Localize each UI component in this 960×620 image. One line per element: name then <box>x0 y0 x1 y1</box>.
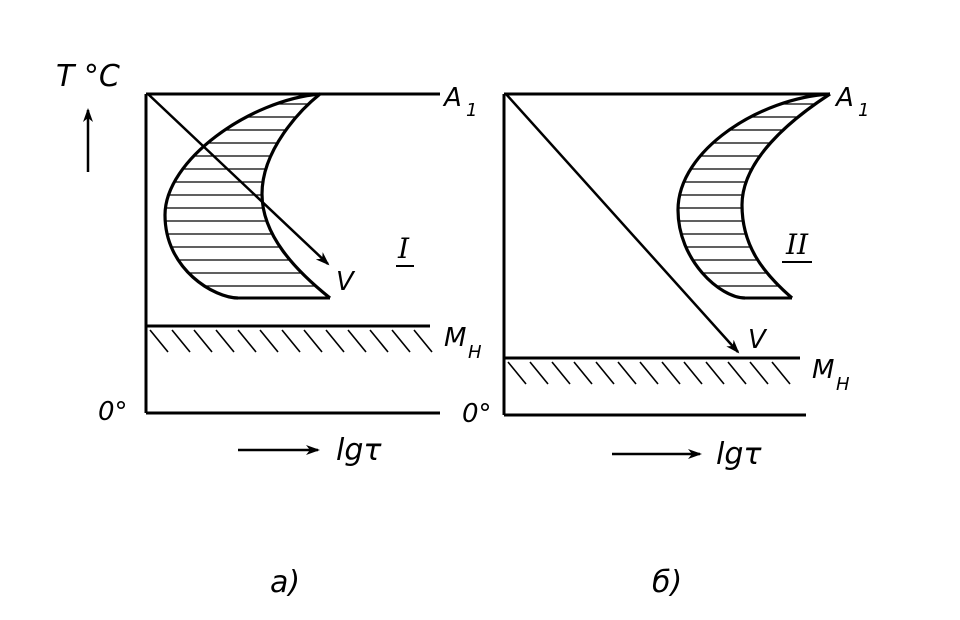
panel-b-a1-subscript: 1 <box>858 100 869 121</box>
panel-b: A 1 M H 0° V II lgτ б) <box>462 83 869 600</box>
panel-b-caption: б) <box>652 565 682 600</box>
panel-b-ms-subscript: H <box>836 374 850 395</box>
panel-a-cooling-arrow <box>147 93 330 266</box>
panel-b-a1-label: A <box>834 83 854 113</box>
panel-a-transformation-region <box>163 92 331 300</box>
panel-a-time-label: lgτ <box>336 433 382 468</box>
panel-a: T °C A 1 M H 0° V I lgτ a) <box>56 59 482 600</box>
panel-a-a1-label: A <box>442 83 462 113</box>
panel-a-zero-label: 0° <box>98 397 128 427</box>
panel-b-rate-label: V <box>748 325 768 355</box>
panel-b-start-curve <box>676 92 831 300</box>
panel-a-ms-label: M <box>444 323 466 353</box>
panel-a-a1-subscript: 1 <box>466 100 477 121</box>
panel-b-region-label: II <box>785 228 809 261</box>
panel-a-caption: a) <box>270 565 300 600</box>
panel-b-transformation-region <box>676 92 831 300</box>
temperature-axis-label: T °C <box>56 59 120 94</box>
panel-a-ms-hatching <box>149 329 433 353</box>
panel-b-time-label: lgτ <box>716 437 762 472</box>
panel-b-ms-hatching <box>507 361 791 385</box>
panel-b-finish-curve <box>740 92 831 300</box>
panel-b-cooling-arrow <box>505 93 740 354</box>
panel-a-start-curve <box>163 92 321 300</box>
panel-b-zero-label: 0° <box>462 399 492 429</box>
panel-a-region-label: I <box>397 232 410 265</box>
panel-a-finish-curve <box>260 92 331 300</box>
panel-a-rate-label: V <box>336 267 356 297</box>
panel-b-ms-label: M <box>812 355 834 385</box>
panel-a-ms-subscript: H <box>468 342 482 363</box>
